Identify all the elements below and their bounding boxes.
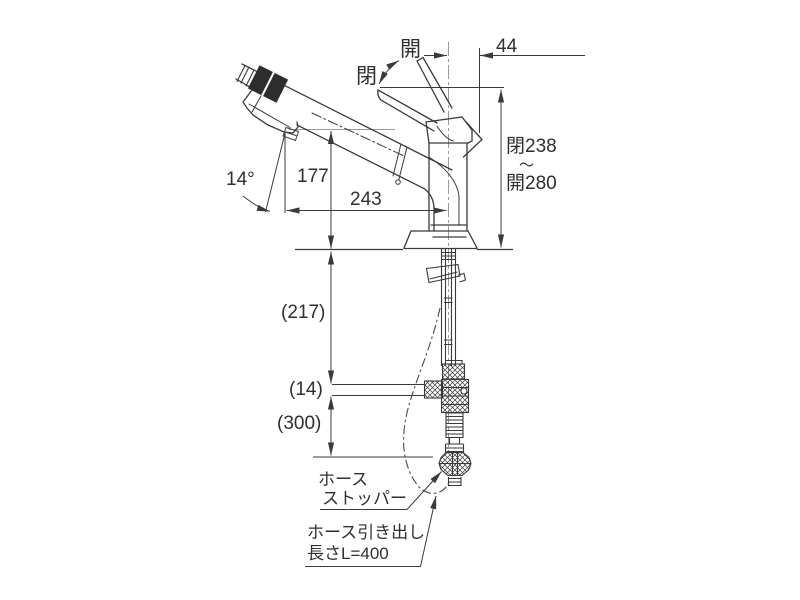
label-open: 開 [400, 38, 421, 61]
grip-band [247, 65, 289, 103]
note-stopper: ストッパー [322, 489, 407, 508]
dim-open-280: 開280 [506, 173, 557, 194]
dim-14: (14) [289, 379, 323, 400]
hose-pullout-path [403, 307, 450, 494]
dim-217: (217) [281, 302, 326, 323]
dim-243: 243 [350, 189, 382, 210]
dim-closed-238: 閉238 [506, 136, 557, 157]
dim-177: 177 [297, 166, 329, 187]
note-hose-pullout: ホース引き出し [307, 523, 426, 542]
dim-tilde: 〜 [519, 157, 535, 174]
dim-300: (300) [277, 413, 322, 434]
dimension-lines [242, 48, 585, 567]
label-close: 閉 [356, 65, 377, 88]
note-hose-length: 長さL=400 [307, 544, 389, 563]
dim-44: 44 [496, 36, 518, 57]
dim-angle-14deg: 14° [226, 169, 255, 190]
note-hose: ホース [318, 470, 369, 489]
under-counter-assembly [423, 249, 472, 487]
